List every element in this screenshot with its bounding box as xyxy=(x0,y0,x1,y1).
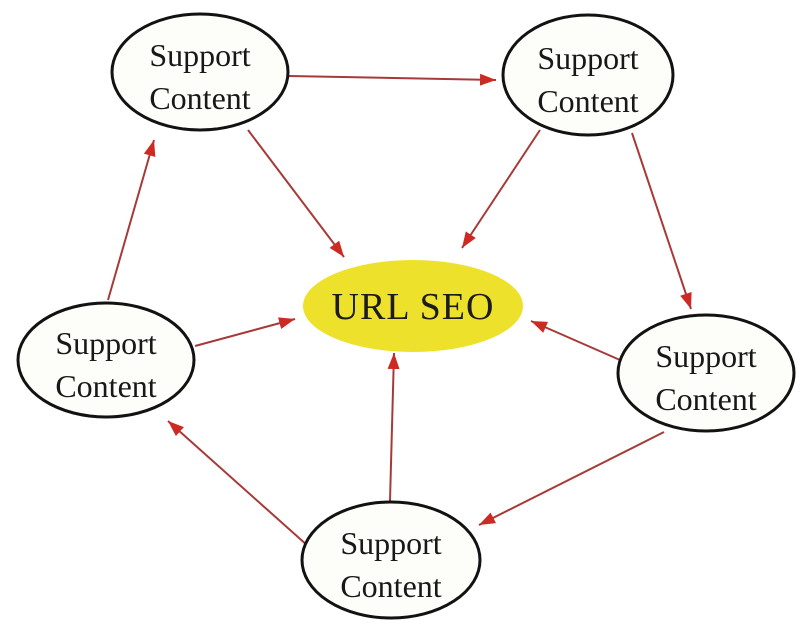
arrow-left-to-center xyxy=(194,317,296,347)
arrow-bottom-to-center xyxy=(387,352,400,502)
support-node-ellipse xyxy=(616,313,796,433)
arrow-top-right-to-right xyxy=(631,132,692,310)
arrow-bottom-to-left xyxy=(167,420,309,547)
support-node-ellipse xyxy=(110,12,290,132)
support-node-ellipse xyxy=(16,301,196,419)
arrow-left-to-top-left xyxy=(107,139,156,301)
arrow-top-left-to-top-right xyxy=(288,73,497,86)
arrow-right-to-center xyxy=(530,320,621,361)
support-node-ellipse xyxy=(501,13,675,137)
center-node-url-seo: URL SEO xyxy=(303,260,523,352)
support-node-ellipse xyxy=(300,500,482,620)
center-node-label: URL SEO xyxy=(332,286,495,328)
center-node-ellipse xyxy=(303,260,523,352)
arrow-top-right-to-center xyxy=(461,129,541,249)
arrow-right-to-bottom xyxy=(478,431,665,526)
arrow-top-left-to-center xyxy=(247,129,345,258)
